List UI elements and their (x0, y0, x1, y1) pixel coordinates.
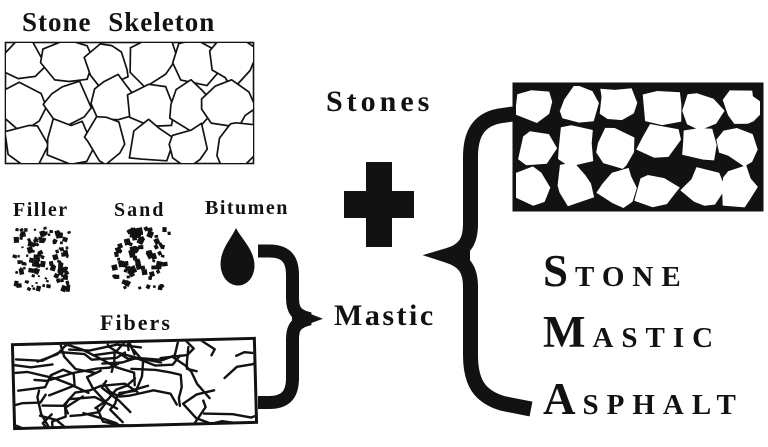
filler-pattern (12, 226, 72, 293)
sma-initial-a: A (543, 374, 576, 424)
sma-initial-m: M (543, 307, 586, 357)
plus-icon (344, 162, 414, 247)
stone-skeleton-label: Stone Skeleton (22, 7, 216, 37)
sma-rest-tone: TONE (575, 261, 689, 293)
stones-label: Stones (326, 85, 434, 118)
bitumen-label: Bitumen (205, 197, 289, 219)
mastic-brace-icon (258, 244, 323, 409)
mastic-label: Mastic (334, 299, 436, 332)
fibers-box (10, 336, 259, 431)
sand-label: Sand (114, 199, 166, 221)
sma-rest-sphalt: SPHALT (582, 389, 744, 421)
sma-mixture-box (512, 82, 764, 212)
stone-skeleton-box (4, 41, 255, 165)
sma-brace-icon (422, 105, 533, 417)
filler-label: Filler (13, 199, 69, 221)
fibers-label: Fibers (100, 310, 172, 335)
sand-pattern (111, 226, 171, 291)
sma-rest-astic: ASTIC (592, 322, 722, 354)
bitumen-drop-icon (220, 228, 255, 286)
sma-initial-s: S (543, 246, 569, 296)
